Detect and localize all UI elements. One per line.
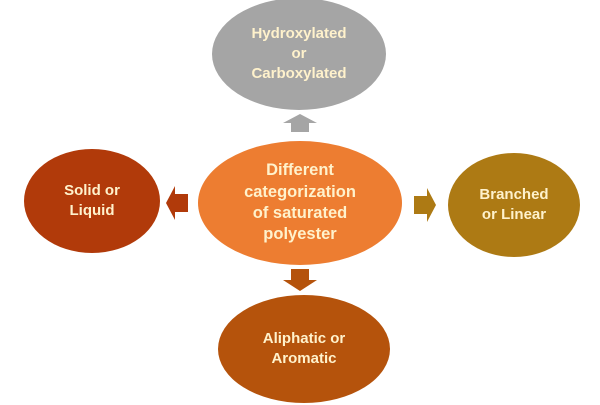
node-line: of saturated [252,204,348,222]
node-line: or Linear [481,206,547,223]
arrow-down-icon [283,269,317,291]
center-node: Different categorization of saturated polye… [198,141,402,265]
left-node-solid-liquid: Solid or Liquid [24,149,160,253]
node-line: Branched [479,185,549,203]
node-line: categorization [244,182,356,201]
arrow-right-icon [414,188,436,222]
arrow-up-icon [283,114,317,132]
node-line: or [291,44,307,62]
node-line: Different [266,161,334,180]
bottom-node-aliphatic-aromatic: Aliphatic or Aromatic [218,295,390,403]
arrow-left-icon [166,186,188,220]
node-line: Aliphatic or [262,329,346,347]
node-line: Solid or [64,181,120,199]
node-line: Liquid [69,202,115,219]
node-line: Carboxylated [251,65,347,83]
node-line: polyester [263,225,337,244]
right-node-branched-linear: Branched or Linear [448,153,580,257]
node-line: Hydroxylated [251,24,347,42]
node-line: Aromatic [271,350,337,367]
